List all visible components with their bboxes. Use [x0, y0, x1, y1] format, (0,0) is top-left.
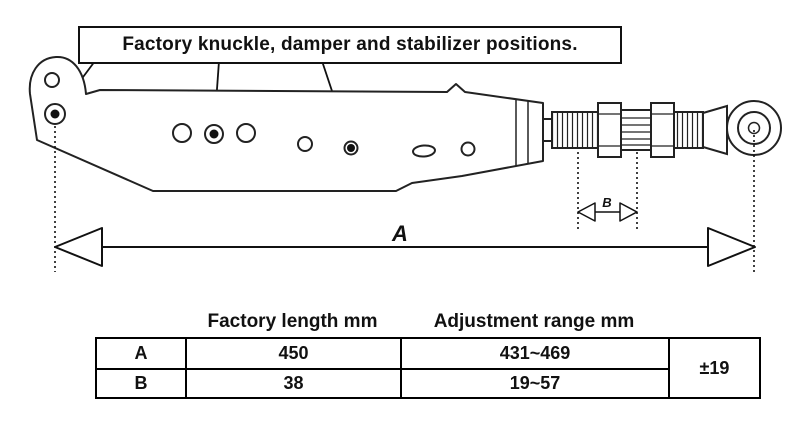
knuckle-hole: [50, 109, 60, 119]
callout-box: Factory knuckle, damper and stabilizer p…: [78, 26, 622, 64]
threaded-section-left: [551, 111, 599, 149]
header-factory-length: Factory length mm: [207, 310, 378, 332]
dimension-a: A: [54, 221, 756, 267]
row-a-adjustment-range: 431~469: [402, 339, 670, 368]
header-spacer: [95, 308, 185, 335]
header-spacer-right: [668, 308, 761, 335]
stabilizer-hole: [347, 144, 355, 152]
row-b-adjustment-range: 19~57: [402, 368, 670, 397]
adjuster-coupler: [620, 109, 652, 151]
control-arm-body: [28, 55, 544, 192]
row-b-factory-length: 38: [187, 368, 402, 397]
tolerance-cell: ±19: [699, 357, 730, 378]
row-a-factory-length: 450: [187, 339, 402, 368]
dimension-b-label: B: [602, 195, 611, 210]
row-a-label: A: [97, 339, 187, 368]
threaded-section-right: [673, 111, 704, 149]
lock-nut-left: [597, 102, 622, 158]
dimension-b: B: [577, 195, 638, 222]
rod-end-shank: [702, 104, 728, 156]
technical-drawing: B A: [28, 55, 782, 272]
dimension-a-label: A: [391, 221, 408, 246]
row-b-label: B: [97, 368, 187, 397]
lock-nut-right: [650, 102, 675, 158]
adjuster-assembly: [542, 100, 782, 158]
arm-holes: [44, 72, 476, 158]
damper-hole: [209, 129, 219, 139]
callout-label: Factory knuckle, damper and stabilizer p…: [122, 34, 578, 55]
header-adjustment-range: Adjustment range mm: [433, 310, 635, 332]
spec-table: A 450 431~469 ±19 B 38 19~57: [95, 337, 761, 399]
table-headers: Factory length mm Adjustment range mm: [95, 308, 761, 335]
